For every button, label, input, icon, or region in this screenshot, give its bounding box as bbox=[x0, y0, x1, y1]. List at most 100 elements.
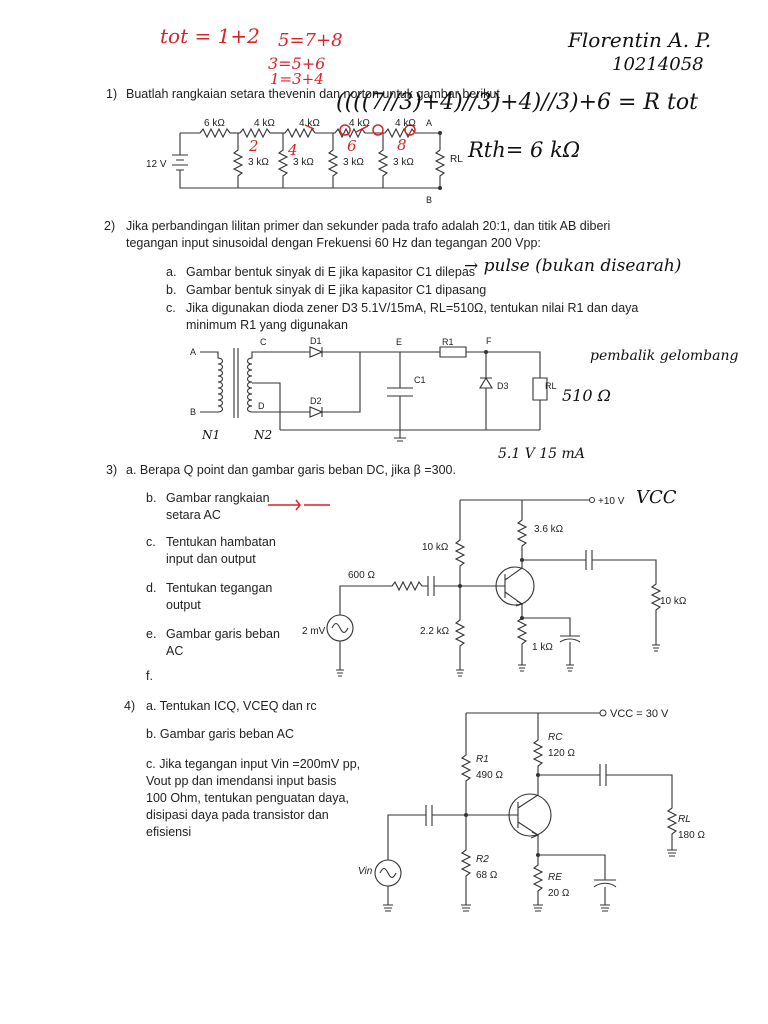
q3-number: 3) bbox=[106, 463, 118, 477]
q4-c-1: c. Jika tegangan input Vin =200mV pp, bbox=[146, 757, 361, 771]
q4-rc: 120 Ω bbox=[548, 748, 575, 759]
q2-circuit bbox=[200, 346, 548, 442]
q1-text: Buatlah rangkaian setara thevenin dan no… bbox=[126, 87, 500, 101]
q1-res-top-5: 4 kΩ bbox=[395, 118, 416, 129]
q3-vcc-note: VCC bbox=[636, 487, 677, 508]
q3-c-1: Tentukan hambatan bbox=[166, 535, 276, 549]
q2-label-b: B bbox=[190, 407, 197, 417]
q2-label-a: A bbox=[190, 347, 197, 357]
red-note-tot: tot = 1+2 bbox=[160, 24, 260, 48]
rth-note: Rth= 6 kΩ bbox=[468, 138, 581, 162]
q3-rs: 600 Ω bbox=[348, 570, 375, 581]
q2-text-1: Jika perbandingan lilitan primer dan sek… bbox=[126, 219, 611, 233]
q2-item-a-text: Gambar bentuk sinyak di E jika kapasitor… bbox=[186, 265, 476, 279]
q2-item-a-label: a. bbox=[166, 265, 177, 279]
red-num-6: 6 bbox=[347, 137, 357, 155]
q4-c-2: Vout pp dan imendansi input basis bbox=[146, 774, 337, 788]
q4-vin: Vin bbox=[358, 866, 373, 877]
red-note-1: 1=3+4 bbox=[270, 70, 324, 88]
q4-rc-name: RC bbox=[548, 732, 563, 743]
q2-text-2: tegangan input sinusoidal dengan Frekuen… bbox=[126, 236, 541, 250]
q3-re: 1 kΩ bbox=[532, 642, 553, 653]
q1-node-a: A bbox=[426, 118, 433, 128]
q3-r2: 2.2 kΩ bbox=[420, 626, 450, 637]
q2-number: 2) bbox=[104, 219, 116, 233]
q4-re-name: RE bbox=[548, 872, 562, 883]
q3-c-label: c. bbox=[146, 535, 156, 549]
q4-r2: 68 Ω bbox=[476, 870, 498, 881]
q2-label-c1: C1 bbox=[414, 375, 426, 385]
author-name: Florentin A. P. bbox=[568, 28, 712, 52]
author-id: 10214058 bbox=[612, 54, 704, 75]
q3-f-label: f. bbox=[146, 669, 153, 683]
q2-rl-note: 510 Ω bbox=[562, 386, 611, 405]
q4-r1: 490 Ω bbox=[476, 770, 503, 781]
red-note-3: 3=5+6 bbox=[268, 54, 326, 73]
red-num-8: 8 bbox=[397, 136, 407, 154]
q2-label-rl: RL bbox=[545, 381, 557, 391]
q1-number: 1) bbox=[106, 87, 118, 101]
q4-rl-name: RL bbox=[678, 814, 691, 825]
q3-rc: 3.6 kΩ bbox=[534, 524, 564, 535]
q1-res-top-4: 4 kΩ bbox=[349, 118, 370, 129]
q2-zener-note: 5.1 V 15 mA bbox=[498, 446, 585, 462]
q1-res-shunt-2: 3 kΩ bbox=[293, 157, 314, 168]
q1-node-b: B bbox=[426, 195, 433, 205]
q1-res-top-3: 4 kΩ bbox=[299, 118, 320, 129]
q2-label-d2: D2 bbox=[310, 396, 322, 406]
q4-vcc: VCC = 30 V bbox=[610, 708, 669, 720]
q3-r1: 10 kΩ bbox=[422, 542, 449, 553]
q3-rl: 10 kΩ bbox=[660, 596, 687, 607]
red-num-4: 4 bbox=[288, 141, 298, 159]
q2-n2-note: N2 bbox=[254, 428, 273, 442]
q4-r2-name: R2 bbox=[476, 854, 489, 865]
q2-label-d: D bbox=[258, 401, 265, 411]
q4-b: b. Gambar garis beban AC bbox=[146, 727, 294, 741]
q4-c-5: efisiensi bbox=[146, 825, 192, 839]
q3-d-label: d. bbox=[146, 581, 157, 595]
q1-load: RL bbox=[450, 154, 463, 165]
q2-item-c-line2: minimum R1 yang digunakan bbox=[186, 318, 348, 332]
q3-b-2: setara AC bbox=[166, 508, 221, 522]
q1-resistor-6k bbox=[199, 127, 231, 139]
q4-c-4: disipasi daya pada transistor dan bbox=[146, 808, 329, 822]
q2-label-d1: D1 bbox=[310, 336, 322, 346]
q4-rl: 180 Ω bbox=[678, 830, 705, 841]
q3-c-2: input dan output bbox=[166, 552, 256, 566]
q3-d-1: Tentukan tegangan bbox=[166, 581, 273, 595]
q4-re: 20 Ω bbox=[548, 888, 570, 899]
q1-res-shunt-1: 3 kΩ bbox=[248, 157, 269, 168]
q3-d-2: output bbox=[166, 598, 201, 612]
q4-a: a. Tentukan ICQ, VCEQ dan rc bbox=[146, 699, 317, 713]
red-note-5: 5=7+8 bbox=[278, 30, 343, 51]
q2-n1-note: N1 bbox=[202, 428, 221, 442]
q3-circuit bbox=[268, 497, 662, 677]
q1-res-top-1: 6 kΩ bbox=[204, 118, 225, 129]
q2-label-c: C bbox=[260, 337, 267, 347]
q2-item-c-label: c. bbox=[166, 301, 176, 315]
q2-label-e: E bbox=[396, 337, 403, 347]
q2-item-b-text: Gambar bentuk sinyak di E jika kapasitor… bbox=[186, 283, 487, 297]
q2a-note: → pulse (bukan disearah) bbox=[464, 256, 682, 276]
q1-circuit bbox=[172, 124, 446, 190]
q1-source: 12 V bbox=[146, 159, 167, 170]
q1-res-top-2: 4 kΩ bbox=[254, 118, 275, 129]
q2-label-f: F bbox=[486, 336, 492, 346]
q2-rect-note: pembalik gelombang bbox=[590, 348, 739, 364]
q3-a: a. Berapa Q point dan gambar garis beban… bbox=[126, 463, 456, 477]
q2-item-b-label: b. bbox=[166, 283, 177, 297]
q3-b-1: Gambar rangkaian bbox=[166, 491, 270, 505]
q3-vcc: +10 V bbox=[598, 496, 625, 507]
q4-r1-name: R1 bbox=[476, 754, 489, 765]
q3-src: 2 mV bbox=[302, 626, 326, 637]
q1-res-shunt-3: 3 kΩ bbox=[343, 157, 364, 168]
q3-b-label: b. bbox=[146, 491, 157, 505]
q2-label-d3: D3 bbox=[497, 381, 509, 391]
formula: ((((7//3)+4)//3)+4)//3)+6 = R tot bbox=[336, 90, 698, 115]
q3-e-2: AC bbox=[166, 644, 184, 658]
q3-e-1: Gambar garis beban bbox=[166, 627, 280, 641]
q2-label-r1: R1 bbox=[442, 337, 454, 347]
q4-c-3: 100 Ohm, tentukan penguatan daya, bbox=[146, 791, 349, 805]
q2-item-c-text: Jika digunakan dioda zener D3 5.1V/15mA,… bbox=[186, 301, 639, 315]
